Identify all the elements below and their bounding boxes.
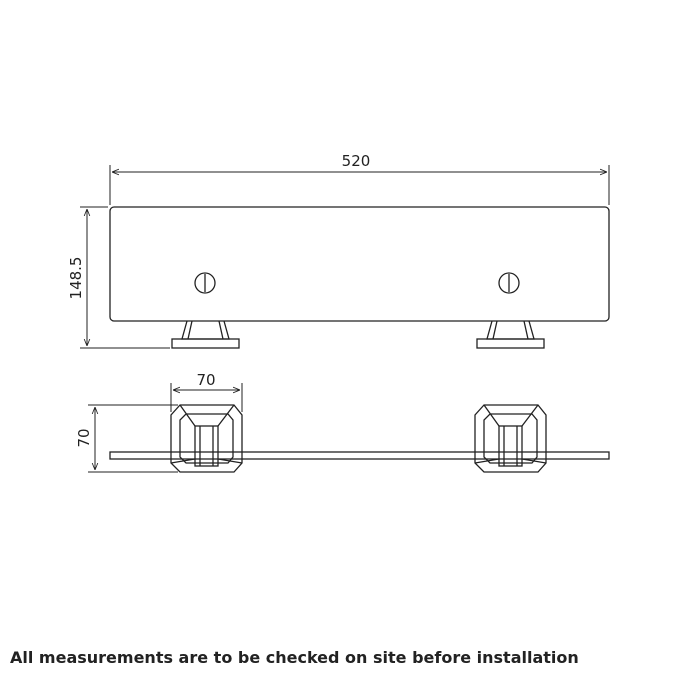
- shelf-edge: [109, 451, 610, 460]
- top-view: [109, 404, 610, 473]
- dimension-bracket-width: [170, 383, 243, 412]
- bracket-base-right: [476, 320, 545, 349]
- bracket-plan-right: [474, 404, 547, 473]
- dimension-bracket-depth-label: 70: [75, 428, 93, 447]
- bracket-base-left: [171, 320, 240, 349]
- technical-drawing: 520 148.5: [67, 152, 610, 473]
- installation-note: All measurements are to be checked on si…: [10, 648, 579, 667]
- dimension-height: [80, 206, 170, 349]
- shelf-panel: [109, 206, 610, 322]
- bracket-plan-left: [170, 404, 243, 473]
- dimension-bracket-depth: [88, 404, 178, 473]
- dimension-height-label: 148.5: [67, 257, 85, 300]
- dimension-width-label: 520: [342, 152, 371, 170]
- screw-right: [498, 272, 520, 294]
- dimension-width: [109, 165, 610, 205]
- dimension-bracket-width-label: 70: [196, 371, 215, 389]
- front-view: [109, 206, 610, 349]
- screw-left: [194, 272, 216, 294]
